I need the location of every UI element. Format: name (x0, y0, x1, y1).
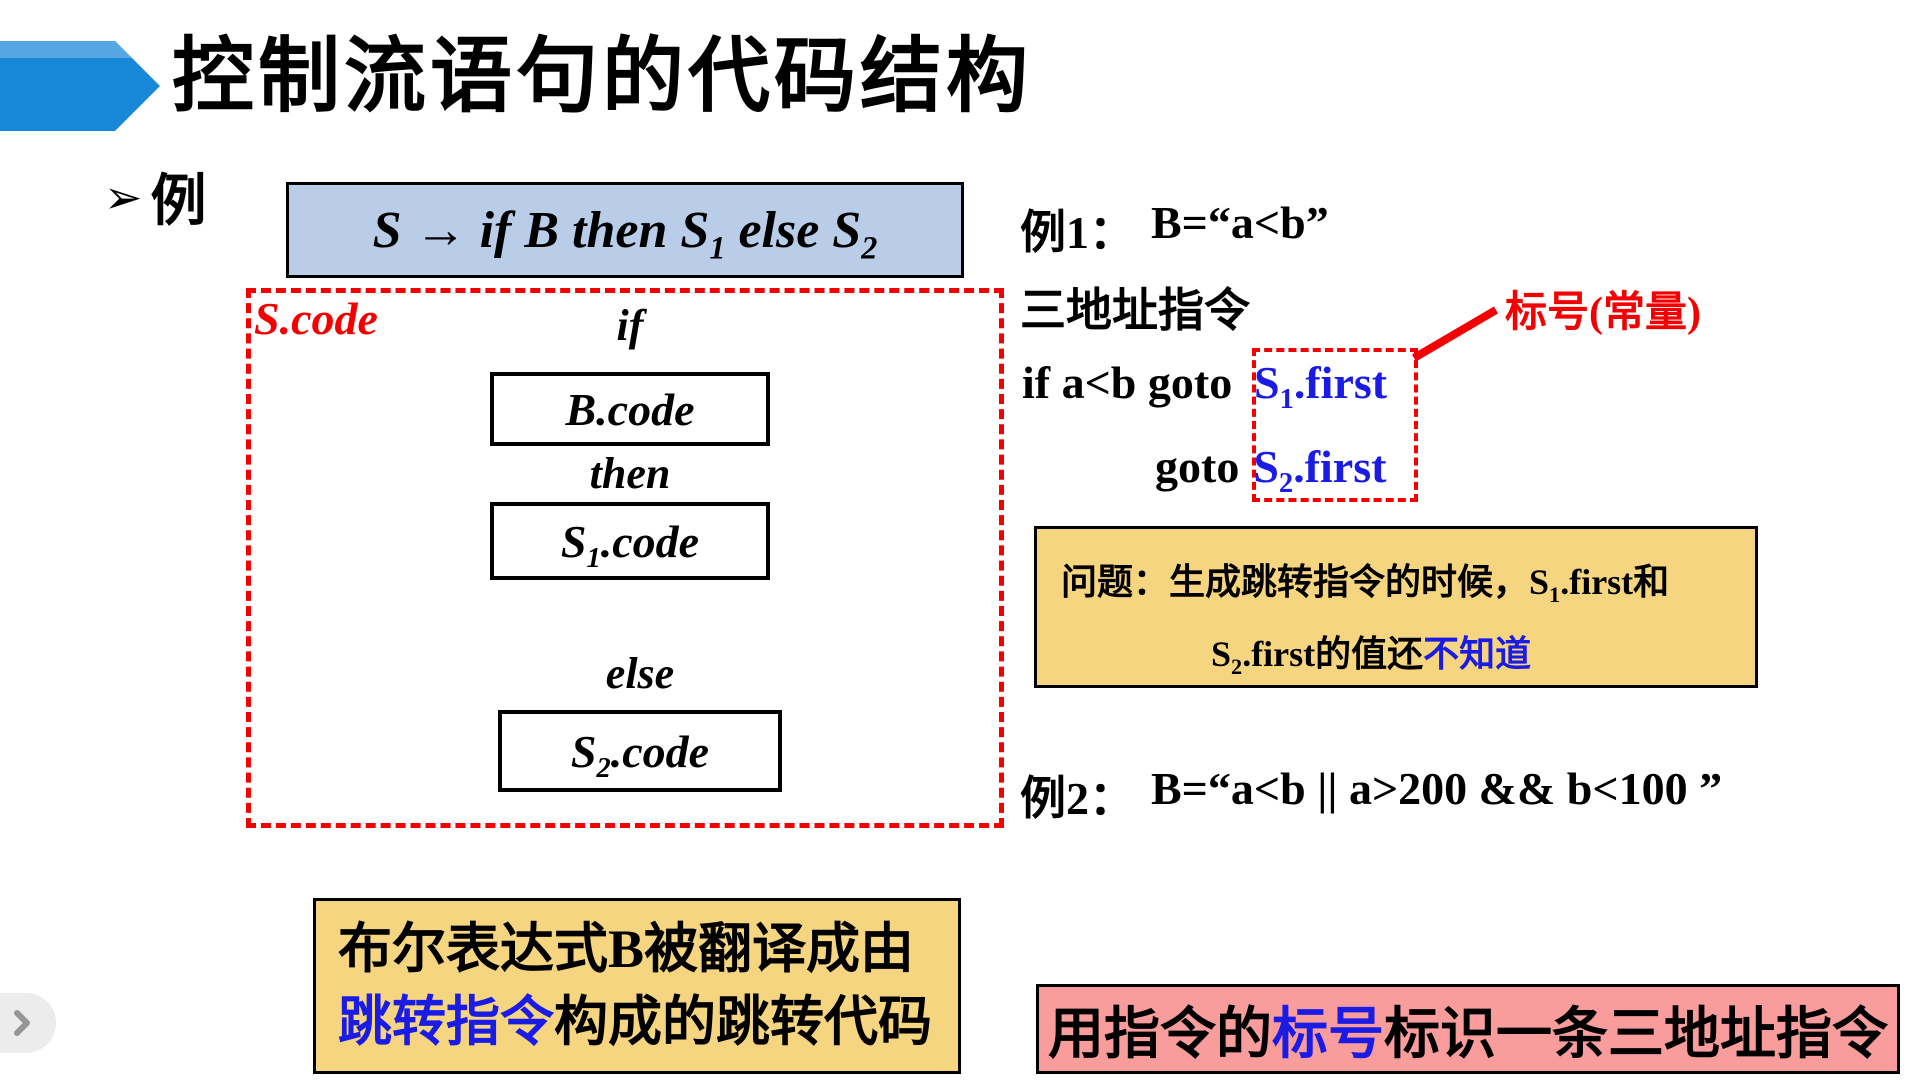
next-page-button[interactable] (0, 993, 56, 1053)
s1-first-label: S1.first (1254, 357, 1388, 416)
example2-label: 例2： (1020, 773, 1135, 824)
chevron-right-icon (14, 1010, 30, 1036)
s1code-box: S1.code (490, 502, 770, 580)
scode-dashed-region (246, 288, 1004, 828)
bcode-box: B.code (490, 372, 770, 446)
label-identifies-note-box: 用指令的标号标识一条三地址指令 (1036, 984, 1900, 1074)
label-constant-annotation: 标号(常量) (1505, 290, 1701, 336)
example-bullet-label: 例 (150, 171, 207, 233)
grammar-production-box: S → if B then S1 else S2 (286, 182, 964, 278)
else-keyword: else (605, 649, 675, 698)
if-keyword: if (616, 301, 644, 350)
example2-heading: 例2： B=“a<b || a>200 && b<100 ” (1020, 762, 1722, 828)
boolean-expression-note-box: 布尔表达式B被翻译成由 跳转指令构成的跳转代码 (313, 898, 961, 1074)
arrow-bullet-icon: ➢ (104, 169, 143, 224)
s2-first-label: S2.first (1253, 441, 1387, 500)
s2code-box: S2.code (498, 710, 782, 792)
three-address-subtitle: 三地址指令 (1020, 285, 1250, 336)
scode-label: S.code (254, 293, 378, 344)
page-title: 控制流语句的代码结构 (172, 31, 1033, 122)
problem-note-box: 问题：生成跳转指令的时候，S1.first和 S2.first的值还不知道 (1034, 526, 1758, 688)
title-arrow-icon (0, 41, 160, 131)
production-text: S → if B then S1 else S2 (372, 201, 878, 265)
example1-code: B=“a<b” (1151, 197, 1329, 248)
example2-code: B=“a<b || a>200 && b<100 ” (1151, 763, 1723, 814)
example-bullet: ➢ 例 (104, 156, 207, 237)
label-dashed-box (1252, 348, 1418, 502)
then-keyword: then (589, 449, 671, 498)
problem-line2: S2.first的值还不知道 (1211, 634, 1532, 680)
annotation-pointer-line (1411, 306, 1499, 362)
problem-line1: 问题：生成跳转指令的时候，S1.first和 (1061, 562, 1670, 608)
example1-heading: 例1： B=“a<b” (1020, 196, 1329, 262)
example1-label: 例1： (1020, 207, 1135, 258)
